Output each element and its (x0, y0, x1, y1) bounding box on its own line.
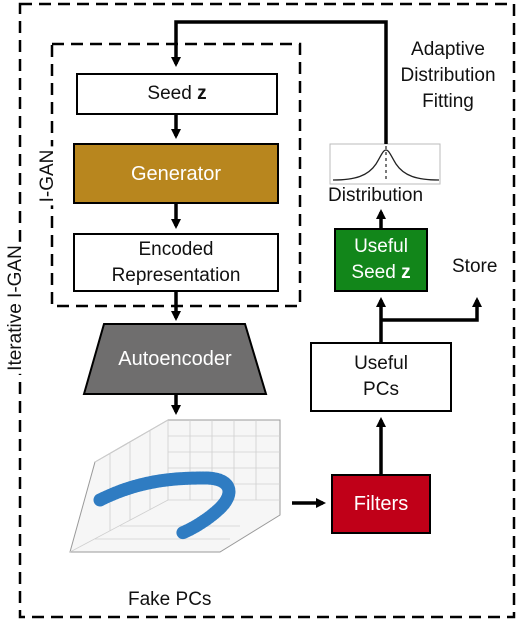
arrow-feedback-to-seed (171, 20, 388, 144)
seed-box: Seed z (76, 73, 278, 115)
encoded-representation-box: Encoded Representation (73, 233, 279, 292)
seed-variable: z (197, 83, 207, 104)
useful-seed-box: Useful Seed z (334, 228, 428, 292)
adaptive-distribution-fitting-label: Adaptive Distribution Fitting (393, 37, 503, 115)
generator-box: Generator (73, 143, 279, 204)
seed-label: Seed (147, 83, 192, 104)
autoencoder-label-wrap: Autoencoder (84, 324, 266, 394)
autoencoder-shape (82, 323, 268, 395)
filters-label: Filters (353, 493, 409, 515)
useful-pcs-line2: PCs (363, 379, 399, 400)
fake-pcs-label: Fake PCs (128, 589, 212, 610)
filters-box: Filters (331, 474, 431, 534)
arrow-to-store (381, 297, 482, 322)
store-label: Store (452, 256, 498, 277)
distribution-curve (329, 143, 441, 185)
adaptive-line3: Fitting (422, 91, 474, 112)
encoded-line1: Encoded (138, 238, 214, 260)
adaptive-line2: Distribution (400, 65, 496, 86)
adaptive-line1: Adaptive (411, 39, 485, 60)
useful-seed-variable: z (401, 262, 411, 283)
autoencoder-label: Autoencoder (118, 348, 232, 370)
useful-seed-line2-wrap: Seed z (351, 260, 410, 286)
useful-pcs-box: Useful PCs (310, 342, 452, 412)
inner-frame-label: I-GAN (37, 146, 59, 206)
encoded-line2: Representation (111, 264, 241, 286)
outer-frame-label: Iterative I-GAN (5, 242, 27, 374)
point-cloud-plot (69, 419, 281, 553)
generator-label: Generator (130, 162, 222, 185)
useful-pcs-line1: Useful (354, 353, 408, 374)
useful-seed-line2: Seed (351, 262, 396, 283)
distribution-label: Distribution (328, 185, 424, 206)
useful-seed-line1: Useful (354, 236, 408, 257)
